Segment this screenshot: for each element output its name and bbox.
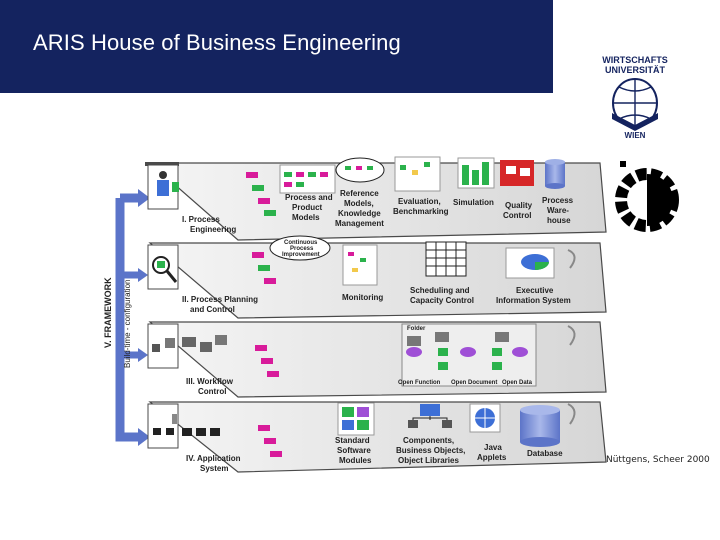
framework-sublabel: Build-time - configuration bbox=[123, 280, 132, 368]
reference-models-cloud-icon bbox=[335, 157, 385, 183]
connector-chain-left bbox=[246, 172, 282, 457]
database-cylinder-icon bbox=[520, 405, 560, 447]
item-scheduling: Scheduling and Capacity Control bbox=[410, 286, 474, 305]
slide-title: ARIS House of Business Engineering bbox=[33, 30, 401, 55]
item-monitoring: Monitoring bbox=[342, 293, 383, 302]
process-product-models-icon bbox=[279, 164, 336, 194]
item-evaluation: Evaluation, Benchmarking bbox=[393, 197, 449, 216]
item-process-product-models: Process and Product Models bbox=[285, 193, 335, 222]
item-process-warehouse: Process Ware- house bbox=[542, 196, 575, 225]
item-standard-software: Standard Software Modules bbox=[335, 436, 373, 465]
item-simulation: Simulation bbox=[453, 198, 494, 207]
level-4-icon-box bbox=[147, 403, 179, 449]
loop-arrow-icons bbox=[567, 249, 576, 425]
item-java-applets: Java Applets bbox=[477, 443, 507, 462]
level-3-machines-icon bbox=[182, 335, 227, 352]
level-3-icon-box bbox=[147, 323, 179, 369]
header-bar bbox=[0, 0, 553, 93]
standard-software-modules-icon bbox=[337, 402, 375, 436]
item-database: Database bbox=[527, 449, 563, 458]
simulation-bars-icon bbox=[457, 157, 495, 189]
wu-wien-logo: WIRTSCHAFTS UNIVERSITÄT WIEN bbox=[590, 55, 680, 150]
item-folder: Folder bbox=[407, 326, 426, 332]
java-applets-globe-icon bbox=[469, 403, 501, 433]
components-tree-icon bbox=[408, 404, 452, 428]
framework-label: V. FRAMEWORK bbox=[103, 277, 113, 348]
executive-info-pie-icon bbox=[505, 247, 555, 279]
level-2-title: II. Process Planning and Control bbox=[182, 295, 260, 314]
wu-logo-city: WIEN bbox=[624, 131, 646, 140]
item-open-data: Open Data bbox=[502, 380, 533, 386]
workflow-panel bbox=[401, 323, 537, 387]
citation: Nüttgens, Scheer 2000 bbox=[606, 455, 710, 465]
item-open-document: Open Document bbox=[451, 380, 497, 386]
scheduling-grid-icon bbox=[425, 241, 467, 277]
level-1-title: I. Process Engineering bbox=[182, 215, 236, 234]
wu-seal-icon bbox=[612, 78, 658, 131]
item-open-function: Open Function bbox=[398, 380, 441, 386]
university-logo bbox=[615, 161, 679, 232]
level-4-computers-icon bbox=[182, 428, 220, 436]
level-3-title: III. Workflow Control bbox=[186, 377, 235, 396]
item-components: Components, Business Objects, Object Lib… bbox=[396, 436, 468, 465]
quality-control-icon bbox=[500, 160, 534, 186]
level-4-title: IV. Application System bbox=[186, 454, 243, 473]
item-executive-info: Executive Information System bbox=[496, 286, 571, 305]
item-reference-models: Reference Models, Knowledge Management bbox=[335, 189, 384, 228]
wu-logo-line2: UNIVERSITÄT bbox=[604, 65, 665, 75]
item-continuous-improvement: Continuous Process Improvement bbox=[282, 240, 320, 258]
wu-logo-line1: WIRTSCHAFTS bbox=[602, 55, 668, 65]
level-1-icon-box bbox=[147, 164, 179, 210]
framework-arrow bbox=[115, 189, 150, 446]
item-quality-control: Quality Control bbox=[503, 201, 534, 220]
evaluation-chart-icon bbox=[394, 156, 441, 192]
process-warehouse-db-icon bbox=[545, 159, 565, 189]
monitoring-screen-icon bbox=[342, 244, 378, 286]
continuous-improvement-cloud-icon bbox=[269, 235, 331, 261]
level-2-icon-box bbox=[147, 244, 179, 290]
